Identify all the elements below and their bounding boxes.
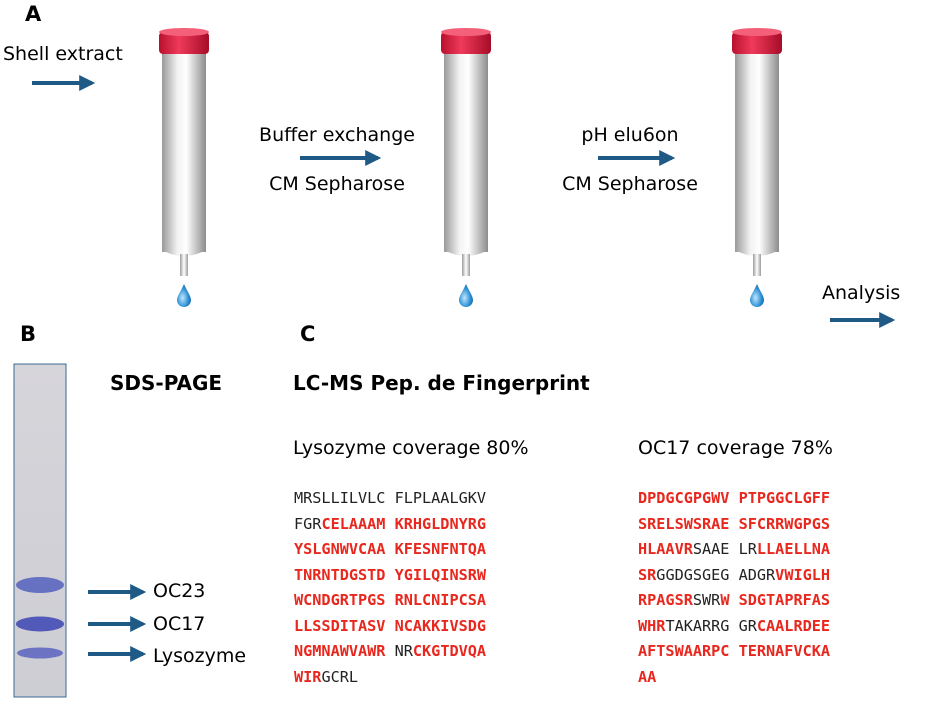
oc17-sequence-line: SRGGDGSGEG ADGRVWIGLH [638,563,830,589]
covered-residues: CAALRDEE [756,616,831,635]
oc17-sequence-line: WHRTAKARRG GRCAALRDEE [638,614,830,640]
uncovered-residues: MRSLLILVLC FLPLAALGKV [294,489,487,507]
oc17-sequence: DPDGCGPGWV PTPGGCLGFF SRELSWSRAE SFCRRWGP… [638,486,830,690]
input-label: Shell extract [3,43,123,65]
lysozyme-sequence-line: MRSLLILVLC FLPLAALGKV [294,486,486,512]
covered-residues: WCNDGRTPGS RNLCNIPCSA [294,591,487,609]
lcms-title: LC-MS Pep. de Fingerprint [293,371,590,395]
lysozyme-sequence-line: WCNDGRTPGS RNLCNIPCSA [294,588,486,614]
covered-residues: CKGTDVQA [412,642,487,660]
lysozyme-sequence-line: FGRCELAAAM KRHGLDNYRG [294,512,486,538]
column-1 [159,28,209,307]
oc17-sequence-line: DPDGCGPGWV PTPGGCLGFF [638,486,830,512]
band-label-oc17: OC17 [153,613,206,635]
gel-band-lysozyme [17,647,63,659]
covered-residues: YSLGNWVCAA KFESNFNTQA [294,540,487,558]
covered-residues: LLAELLNA [756,540,831,558]
covered-residues: SR [638,565,657,584]
step2-line1: pH elu6on [581,124,679,146]
column-3 [732,28,782,307]
band-label-oc23: OC23 [153,580,206,602]
gel-band-oc17 [16,616,64,632]
step2-line2: CM Sepharose [562,173,698,195]
uncovered-residues: FGR [294,514,322,533]
covered-residues: SRELSWSRAE SFCRRWGPGS [638,514,831,533]
covered-residues: WIR [294,667,322,686]
step1-line2: CM Sepharose [269,173,405,195]
covered-residues: AA [638,667,657,686]
drop-icon [177,284,191,307]
covered-residues: W SDGTAPRFAS [720,591,831,609]
lysozyme-sequence-line: YSLGNWVCAA KFESNFNTQA [294,537,486,563]
lysozyme-sequence-line: NGMNAWVAWR NRCKGTDVQA [294,639,486,665]
covered-residues: NGMNAWVAWR [294,642,395,660]
panel-b-label: B [20,322,37,346]
oc17-coverage: OC17 coverage 78% [638,437,833,459]
gel-lane [13,363,67,698]
output-label: Analysis [822,282,901,304]
covered-residues: TNRNTDGSTD YGILQINSRW [294,565,487,584]
oc17-sequence-line: SRELSWSRAE SFCRRWGPGS [638,512,830,538]
covered-residues: RPAGSR [638,591,693,609]
covered-residues: HLAAVR [638,540,693,558]
uncovered-residues: GGDGSGEG ADGR [656,565,776,584]
oc17-sequence-line: HLAAVRSAAE LRLLAELLNA [638,537,830,563]
gel-band-oc23 [16,577,64,593]
uncovered-residues: NR [394,642,413,660]
step1-line1: Buffer exchange [259,124,415,146]
lysozyme-sequence-line: LLSSDITASV NCAKKIVSDG [294,614,486,640]
column-2 [441,28,491,307]
lysozyme-sequence-line: WIRGCRL [294,665,486,691]
lysozyme-sequence-line: TNRNTDGSTD YGILQINSRW [294,563,486,589]
oc17-sequence-line: AFTSWAARPC TERNAFVCKA [638,639,830,665]
panel-a-label: A [25,2,42,26]
covered-residues: AFTSWAARPC TERNAFVCKA [638,642,831,660]
covered-residues: CELAAAM KRHGLDNYRG [321,514,487,533]
covered-residues: LLSSDITASV NCAKKIVSDG [294,616,487,635]
uncovered-residues: GCRL [321,667,359,686]
covered-residues: WHR [638,616,666,635]
oc17-sequence-line: RPAGSRSWRW SDGTAPRFAS [638,588,830,614]
oc17-sequence-line: AA [638,665,830,691]
uncovered-residues: TAKARRG GR [665,616,757,635]
lysozyme-coverage: Lysozyme coverage 80% [293,437,529,459]
drop-icon [750,284,764,307]
covered-residues: VWIGLH [775,565,831,584]
panel-c-label: C [300,322,316,346]
uncovered-residues: SAAE LR [692,540,757,558]
band-label-lysozyme: Lysozyme [153,645,247,667]
drop-icon [459,284,473,307]
uncovered-residues: SWR [692,591,721,609]
lysozyme-sequence: MRSLLILVLC FLPLAALGKV FGRCELAAAM KRHGLDNY… [294,486,486,690]
covered-residues: DPDGCGPGWV PTPGGCLGFF [638,489,831,507]
sds-page-title: SDS-PAGE [110,371,223,395]
